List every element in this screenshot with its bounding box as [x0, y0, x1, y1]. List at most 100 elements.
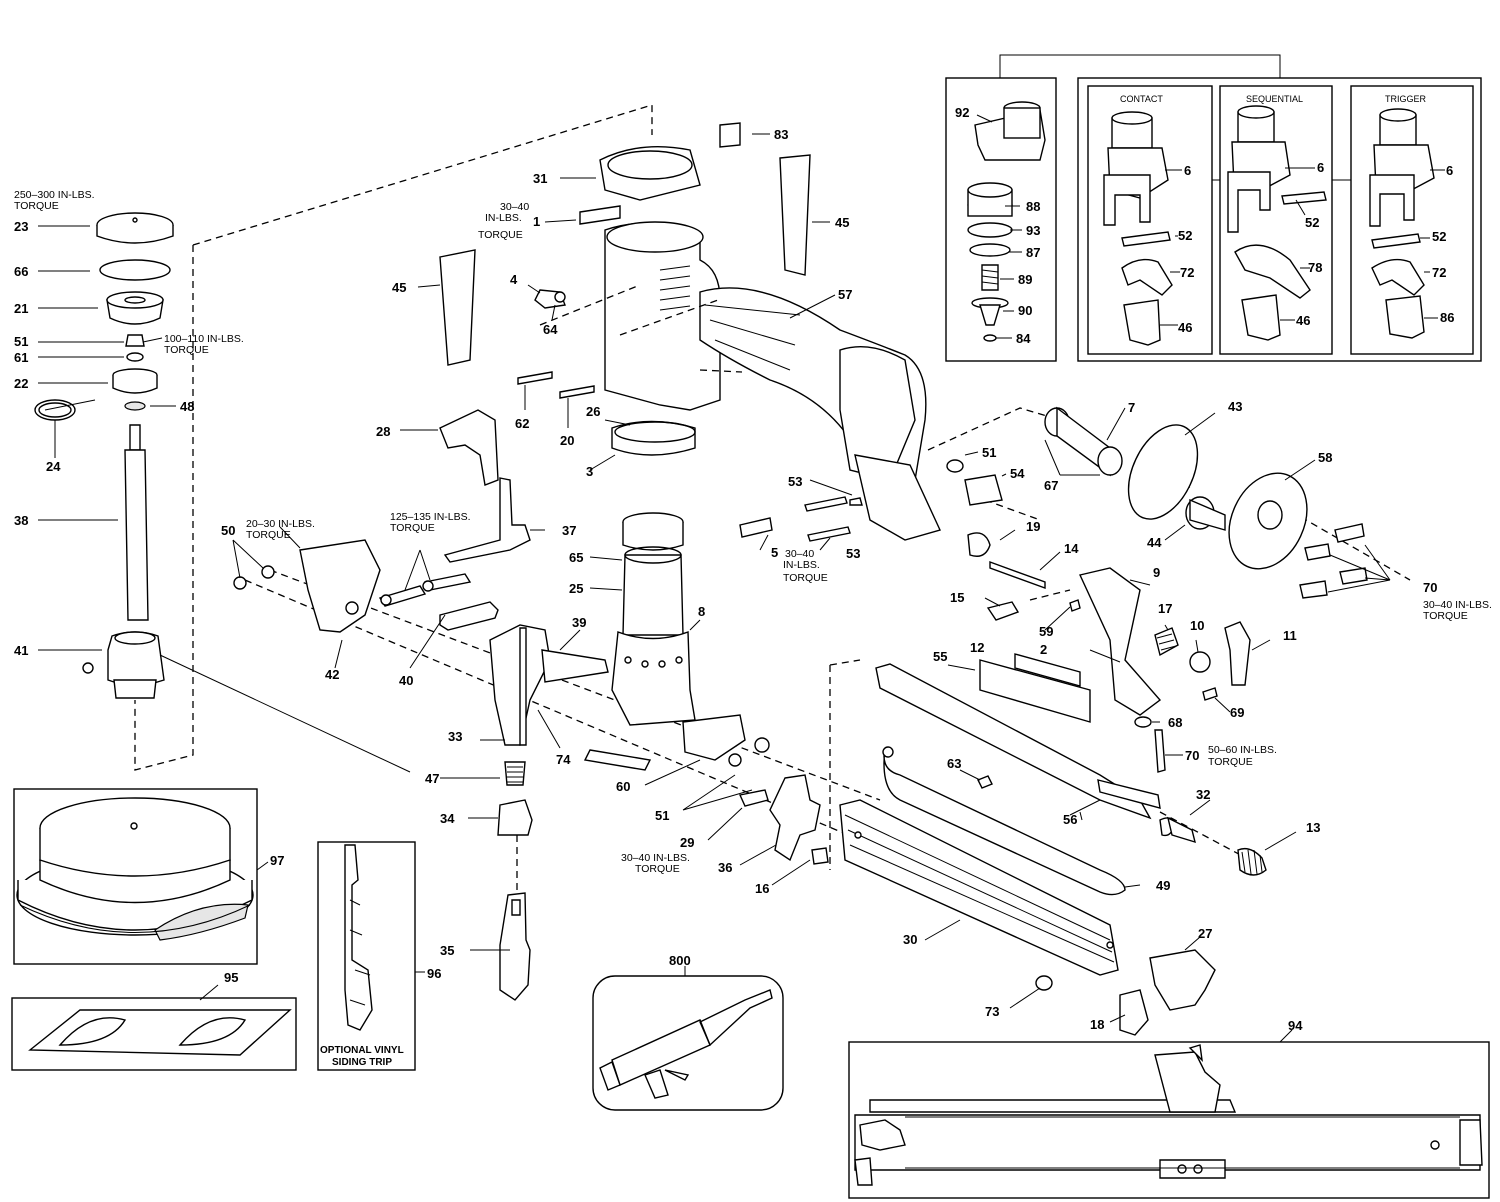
panel-contact: [1087, 85, 1213, 355]
callout-72-contact: 72: [1180, 265, 1194, 280]
callout-55: 55: [933, 649, 947, 664]
callout-4: 4: [510, 272, 518, 287]
callout-25: 25: [569, 581, 583, 596]
callout-16: 16: [755, 881, 769, 896]
right-endcap-parts: [967, 406, 1368, 773]
label-contact: CONTACT: [1120, 94, 1163, 104]
callout-74: 74: [556, 752, 571, 767]
callout-33: 33: [448, 729, 462, 744]
label-sequential: SEQUENTIAL: [1246, 94, 1303, 104]
callout-20: 20: [560, 433, 574, 448]
callout-6-sequential: 6: [1317, 160, 1324, 175]
cap-kit-parts: [967, 101, 1046, 342]
panel-sequential: [1219, 85, 1333, 355]
callout-45-left: 45: [392, 280, 406, 295]
callout-94: 94: [1288, 1018, 1303, 1033]
callout-6-trigger: 6: [1446, 163, 1453, 178]
callout-50: 50: [221, 523, 235, 538]
box-95: [11, 997, 297, 1071]
callout-10: 10: [1190, 618, 1204, 633]
callout-28: 28: [376, 424, 390, 439]
callout-31: 31: [533, 171, 547, 186]
callout-97: 97: [270, 853, 284, 868]
callout-70-upper: 70: [1423, 580, 1437, 595]
pad-95: [28, 1009, 292, 1056]
torque-note-51b-b: TORQUE: [635, 863, 680, 875]
callout-43: 43: [1228, 399, 1242, 414]
callout-63: 63: [947, 756, 961, 771]
callout-53-top: 53: [788, 474, 802, 489]
callout-93: 93: [1026, 223, 1040, 238]
callout-87: 87: [1026, 245, 1040, 260]
callout-53-bottom: 53: [846, 546, 860, 561]
callout-49: 49: [1156, 878, 1170, 893]
callout-70-lower: 70: [1185, 748, 1199, 763]
callout-89: 89: [1018, 272, 1032, 287]
callout-29: 29: [680, 835, 694, 850]
label-trigger: TRIGGER: [1385, 94, 1427, 104]
callout-78: 78: [1308, 260, 1322, 275]
callout-45-right: 45: [835, 215, 849, 230]
torque-note-71b: TORQUE: [390, 522, 435, 534]
callout-32: 32: [1196, 787, 1210, 802]
callout-68: 68: [1168, 715, 1182, 730]
optional-kit-title: OPTIONAL VINYL: [320, 1045, 404, 1056]
callout-72-trigger: 72: [1432, 265, 1446, 280]
callout-8: 8: [698, 604, 705, 619]
callout-1: 1: [533, 214, 540, 229]
callout-23: 23: [14, 219, 28, 234]
torque-note-71: 125–135 IN-LBS.: [390, 511, 471, 523]
torque-note-23b: TORQUE: [14, 200, 59, 212]
callout-52-trigger: 52: [1432, 229, 1446, 244]
base-plate-97: [16, 797, 254, 941]
callout-30: 30: [903, 932, 917, 947]
magazine-parts: [839, 653, 1267, 1036]
torque-note-70: 30–40 IN-LBS.: [1423, 599, 1492, 611]
torque-note-1b: IN-LBS.: [485, 212, 522, 224]
trigger-panel-parts: [1369, 108, 1445, 339]
callout-2: 2: [1040, 642, 1047, 657]
callout-40: 40: [399, 673, 413, 688]
callout-51-lower: 51: [655, 808, 669, 823]
vinyl-trip-96: [344, 844, 373, 1031]
callout-47: 47: [425, 771, 439, 786]
callout-51-cap: 51: [14, 334, 28, 349]
callout-46-sequential: 46: [1296, 313, 1310, 328]
torque-note-23: 250–300 IN-LBS.: [14, 189, 95, 201]
callout-42: 42: [325, 667, 339, 682]
callout-92: 92: [955, 105, 969, 120]
callout-66: 66: [14, 264, 28, 279]
callout-22: 22: [14, 376, 28, 391]
box-800: [592, 975, 784, 1111]
callout-96: 96: [427, 966, 441, 981]
callout-17: 17: [1158, 601, 1172, 616]
callout-51-right: 51: [982, 445, 996, 460]
callout-62: 62: [515, 416, 529, 431]
callout-15: 15: [950, 590, 964, 605]
callout-24: 24: [46, 459, 61, 474]
torque-note-70-lower: 50–60 IN-LBS.: [1208, 744, 1277, 756]
callout-52-contact: 52: [1178, 228, 1192, 243]
callout-19: 19: [1026, 519, 1040, 534]
callout-39: 39: [572, 615, 586, 630]
callout-52-sequential: 52: [1305, 215, 1319, 230]
inset-box-trigger-variants: [1077, 77, 1482, 362]
trigger-area-parts: [738, 459, 1003, 865]
callout-90: 90: [1018, 303, 1032, 318]
callout-12: 12: [970, 640, 984, 655]
callout-13: 13: [1306, 820, 1320, 835]
torque-note-5c: TORQUE: [783, 572, 828, 584]
callout-800: 800: [669, 953, 691, 968]
box-96: [317, 841, 416, 1071]
callout-48: 48: [180, 399, 194, 414]
sequential-panel-parts: [1227, 105, 1327, 341]
callout-54: 54: [1010, 466, 1025, 481]
callout-95: 95: [224, 970, 238, 985]
callout-18: 18: [1090, 1017, 1104, 1032]
torque-note-1: 30–40: [500, 201, 529, 213]
torque-note-1c: TORQUE: [478, 229, 523, 241]
callout-6-contact: 6: [1184, 163, 1191, 178]
torque-note-50: 20–30 IN-LBS.: [246, 518, 315, 530]
callout-69: 69: [1230, 705, 1244, 720]
callout-67: 67: [1044, 478, 1058, 493]
